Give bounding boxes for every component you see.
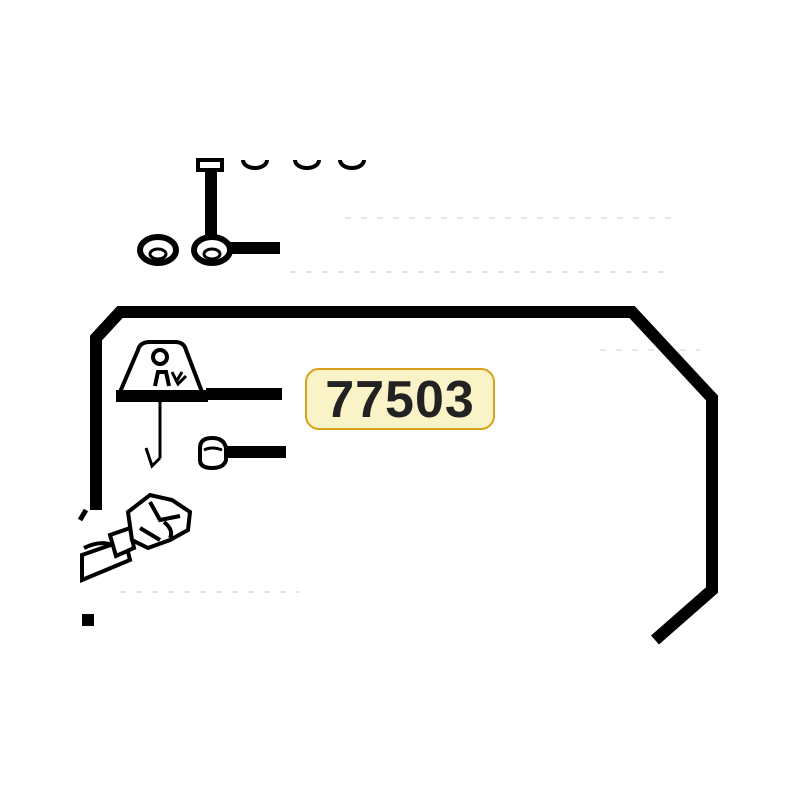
faint-lines bbox=[120, 217, 700, 593]
bolt-head-icon bbox=[196, 158, 224, 172]
group-frame bbox=[90, 306, 718, 645]
arrow-down-icon bbox=[144, 400, 162, 469]
nut-icon bbox=[338, 159, 366, 170]
nut-icon bbox=[241, 159, 269, 170]
wire-connector-icon bbox=[77, 492, 193, 583]
nut-icon bbox=[293, 159, 321, 170]
corner-mark bbox=[82, 614, 94, 626]
nut-icon bbox=[198, 435, 286, 471]
bolt-assembly bbox=[137, 168, 280, 266]
leader-line bbox=[228, 242, 280, 254]
bolt-shank bbox=[205, 168, 217, 242]
leader-line bbox=[226, 446, 286, 458]
mounting-bracket-icon bbox=[116, 340, 208, 402]
part-number-label: 77503 bbox=[305, 368, 495, 430]
top-hardware-row bbox=[196, 158, 366, 172]
leader-line bbox=[206, 388, 282, 400]
